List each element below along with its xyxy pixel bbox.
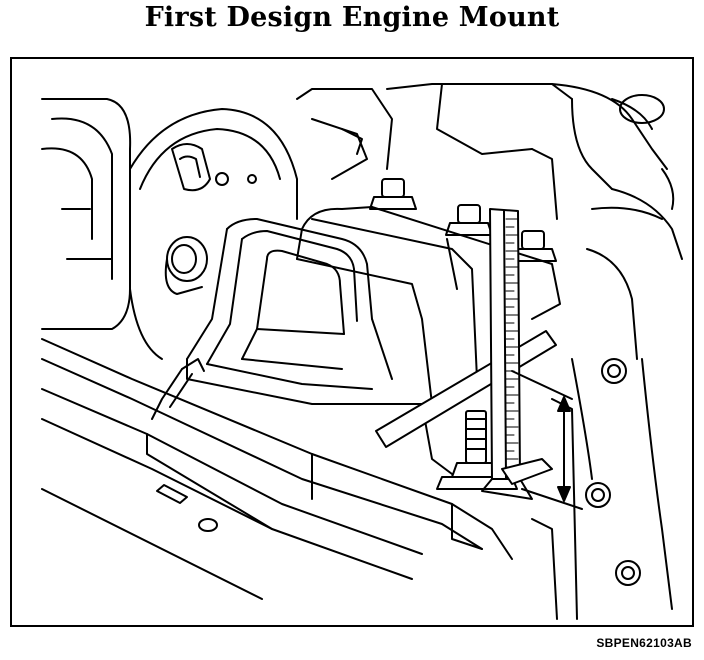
diagram-title: First Design Engine Mount <box>144 2 560 33</box>
rubber-mount <box>186 218 478 475</box>
rail-slot-hole <box>156 484 218 532</box>
pulley-housing <box>129 108 298 360</box>
dimension-lines <box>511 370 583 510</box>
boss-plug <box>164 236 208 295</box>
upper-structures <box>296 83 683 360</box>
figure-code: SBPEN62103AB <box>596 636 692 650</box>
frame-rail <box>41 338 513 600</box>
housing-bolts <box>531 358 673 620</box>
bracket-bolts <box>369 178 557 262</box>
illustration-frame <box>10 57 694 627</box>
ruler-base <box>501 458 553 485</box>
engine-block-left <box>41 98 132 330</box>
mount-clip <box>151 358 205 420</box>
engine-mount-illustration <box>41 83 683 620</box>
